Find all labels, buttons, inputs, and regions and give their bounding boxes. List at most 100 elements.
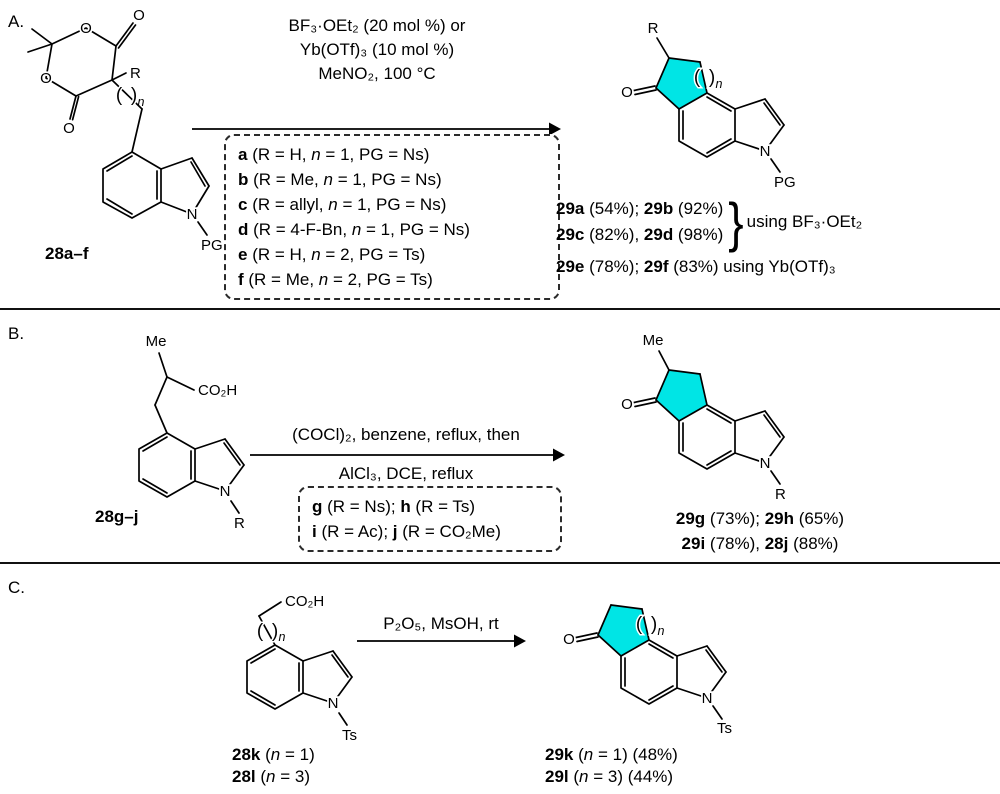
bond: [27, 43, 53, 53]
yield-line: 29a (54%); 29b (92%): [556, 199, 724, 218]
bond: [699, 61, 708, 94]
chain-paren-open: (: [636, 614, 643, 635]
ketone-oxygen-label: O: [563, 631, 575, 648]
bond: [706, 138, 732, 154]
bond: [142, 436, 168, 452]
bond: [676, 645, 708, 657]
cyclopentanone-ring: [655, 57, 708, 110]
pyrrole-ring: N: [676, 645, 727, 709]
indole-ring: N: [246, 644, 353, 714]
bond: [610, 604, 643, 610]
bond: [706, 671, 727, 699]
reactant-caption: 28l (n = 3): [232, 767, 310, 786]
chain-n-subscript: n: [716, 77, 723, 91]
bond: [338, 712, 348, 726]
meldrum-ring: O O O O: [27, 6, 147, 139]
chain-paren-open: (: [116, 85, 123, 106]
pyrrole-ring: N: [734, 410, 785, 474]
product-caption: 29k (n = 1) (48%): [545, 745, 678, 764]
chain-n-subscript: n: [279, 630, 286, 644]
tosyl-label: Ts: [342, 727, 357, 744]
cyclopentanone-ring-fill: [598, 605, 649, 656]
bond: [668, 57, 701, 63]
bond: [106, 198, 133, 215]
bond: [102, 151, 162, 219]
bond: [258, 615, 276, 646]
chain-paren-close: ): [651, 614, 657, 635]
bond: [191, 185, 210, 215]
r-substituent: R: [646, 18, 670, 59]
bond: [246, 644, 304, 710]
methyl-label: Me: [146, 333, 167, 350]
bond: [142, 478, 168, 494]
substituent-line: b (R = Me, n = 1, PG = Ns): [238, 170, 442, 189]
acid-chain: ( ) n CO₂H: [255, 591, 326, 646]
substituent-line: g (R = Ns); h (R = Ts): [312, 497, 476, 516]
bond: [250, 690, 276, 706]
ring-oxygen-label: O: [80, 20, 92, 37]
highlight-bond: [655, 399, 680, 422]
bond: [106, 155, 133, 172]
substituent-line: i (R = Ac); j (R = CO₂Me): [312, 522, 501, 541]
condition-line: MeNO₂, 100 °C: [318, 64, 436, 83]
panel-divider: [0, 562, 1000, 564]
n-protecting-group: PG: [770, 158, 797, 193]
panel-b-yields-group: 29g (73%); 29h (65%) 29i (78%), 28j (88%…: [620, 506, 900, 556]
bond: [655, 57, 670, 89]
bond: [332, 650, 353, 678]
panel-a-yield-lines: 29a (54%); 29b (92%) 29c (82%), 29d (98%…: [556, 196, 723, 248]
condition-line: BF₃·OEt₂ (20 mol %) or: [288, 16, 466, 35]
carbonyl-oxygen-label: O: [63, 120, 75, 137]
n-tosyl-group: Ts: [338, 712, 359, 746]
bond: [190, 161, 206, 187]
n-protecting-group: PG: [197, 221, 224, 256]
highlight-bond: [633, 85, 656, 92]
bond: [194, 480, 226, 492]
nitrogen-label: N: [328, 695, 339, 712]
highlight-bond: [655, 87, 680, 110]
bond: [764, 436, 785, 464]
nitrogen-label: N: [187, 206, 198, 223]
bond: [115, 22, 134, 47]
bond: [302, 692, 334, 704]
bond: [764, 410, 785, 438]
tosyl-label: Ts: [717, 720, 732, 737]
nitrogen-label: N: [220, 483, 231, 500]
bond: [656, 37, 670, 59]
r-group-label: R: [234, 515, 245, 532]
arrow-head: [514, 634, 526, 648]
bond: [641, 608, 650, 641]
alkyl-chain: ( ) n: [111, 79, 145, 153]
bond: [734, 452, 766, 464]
panel-b-label: B.: [8, 324, 25, 343]
yield-line: 29i (78%), 28j (88%): [681, 534, 839, 553]
bond: [331, 654, 349, 678]
ketone-oxygen-label: O: [621, 84, 633, 101]
bond: [166, 376, 195, 391]
reaction-arrow-b: [250, 448, 565, 462]
product-29-structure: O R ( ) n N PG: [619, 18, 797, 193]
carboxylic-acid-label: CO₂H: [285, 593, 324, 610]
chain-n-subscript: n: [138, 95, 145, 109]
pg-label: PG: [201, 237, 223, 254]
bond: [734, 140, 766, 152]
bond: [194, 438, 226, 450]
n-substituent: R: [230, 500, 247, 534]
bond: [676, 687, 708, 699]
bond: [191, 157, 210, 187]
panel-b-conditions-below: AlCl₃, DCE, reflux: [338, 464, 474, 483]
substituent-line: c (R = allyl, n = 1, PG = Ns): [238, 195, 447, 214]
panel-b-substituent-box: g (R = Ns); h (R = Ts) i (R = Ac); j (R …: [298, 486, 562, 552]
chain-n-subscript: n: [658, 624, 665, 638]
pg-label: PG: [774, 174, 796, 191]
bond: [734, 410, 766, 422]
carboxylic-acid-label: CO₂H: [198, 382, 237, 399]
panel-a-yields-group: 29a (54%); 29b (92%) 29c (82%), 29d (98%…: [556, 195, 862, 249]
bond: [705, 649, 723, 673]
chain-paren-open: (: [694, 67, 701, 88]
bond: [763, 102, 781, 126]
carbonyl-oxygen-label: O: [133, 7, 145, 24]
bond: [111, 72, 127, 81]
panel-a-conditions: BF₃·OEt₂ (20 mol %) or Yb(OTf)₃ (10 mol …: [226, 14, 528, 86]
substituent-line: a (R = H, n = 1, PG = Ns): [238, 145, 430, 164]
